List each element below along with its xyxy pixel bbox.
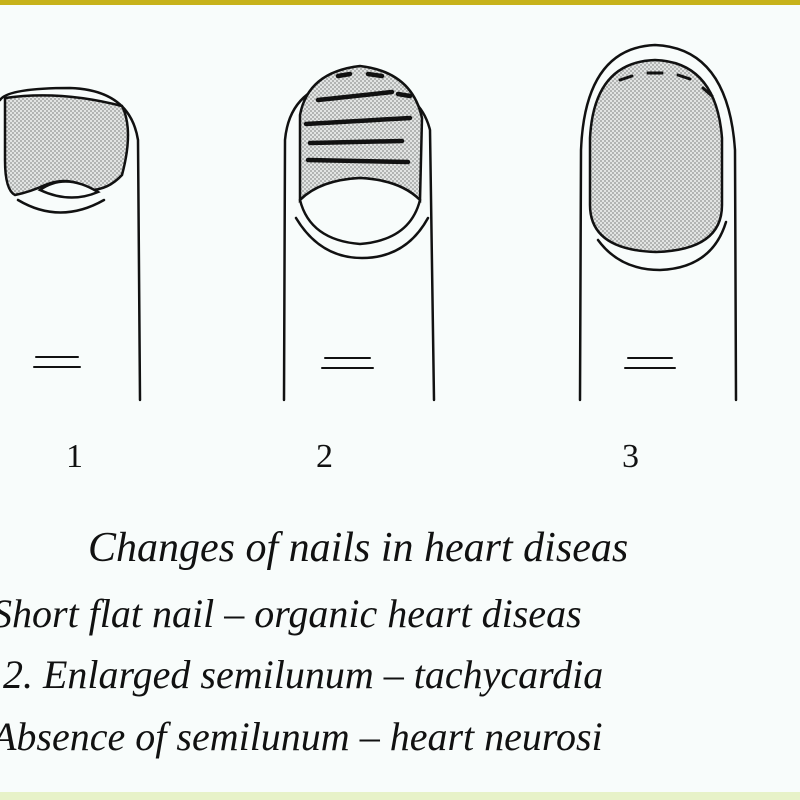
- finger-2: [282, 64, 436, 402]
- label-1: 1: [66, 438, 83, 475]
- finger-2-crease: [321, 357, 374, 369]
- caption-2: 2. Enlarged semilunum – tachycardia: [3, 652, 604, 697]
- finger-1-outline: [0, 86, 142, 402]
- label-3: 3: [622, 438, 639, 475]
- finger-1-crease: [33, 356, 81, 368]
- finger-1-nail: [3, 94, 130, 197]
- caption-1: Short flat nail – organic heart diseas: [0, 591, 582, 636]
- finger-1: [0, 86, 142, 402]
- finger-3-outline: [578, 43, 738, 402]
- finger-2-nail-fold: [294, 216, 430, 260]
- finger-3-crease: [624, 357, 676, 369]
- finger-3-nail-fold: [596, 220, 728, 272]
- finger-3-nail: [588, 58, 724, 254]
- finger-1-nail-fold: [16, 198, 106, 214]
- figure-title: Changes of nails in heart diseas: [88, 525, 629, 571]
- finger-1-lunula: [37, 180, 101, 199]
- finger-3-dashes: [618, 71, 714, 98]
- finger-2-transverse-stripes: [303, 71, 413, 165]
- caption-3: Absence of semilunum – heart neurosi: [0, 714, 603, 759]
- bottom-border: [0, 792, 800, 800]
- top-border: [0, 0, 800, 5]
- finger-2-lunula: [298, 176, 422, 246]
- finger-3: [578, 43, 738, 402]
- label-2: 2: [316, 438, 333, 475]
